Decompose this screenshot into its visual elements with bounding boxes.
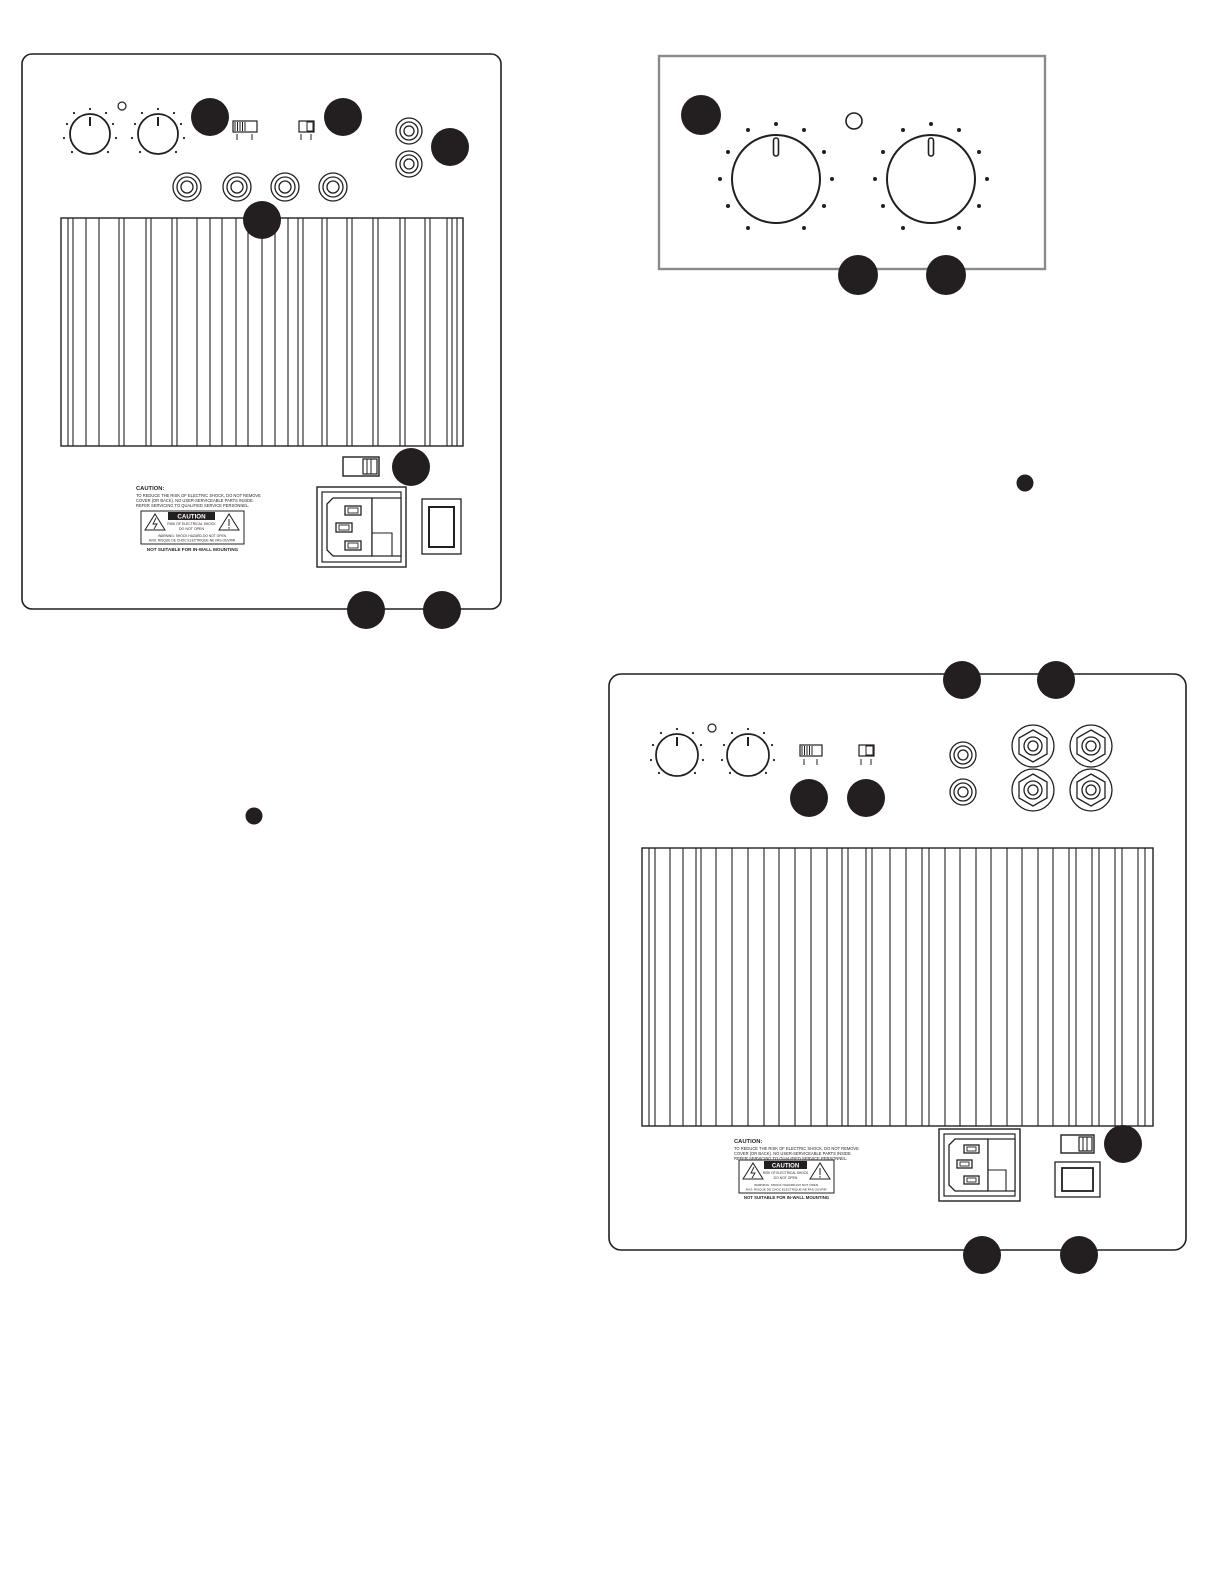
callout-marker	[790, 779, 828, 817]
panel-c-power-inlet	[938, 1128, 1021, 1202]
panel-a-slide-switch-2	[298, 120, 315, 140]
panel-a-power-switch	[421, 498, 462, 555]
callout-marker	[1104, 1125, 1142, 1163]
caution-badge-sub-1: RISK OF ELECTRICAL SHOCK	[763, 1171, 809, 1175]
panel-a-knob-2	[130, 107, 186, 155]
callout-marker	[681, 95, 721, 135]
panel-a-rca-jack-1	[395, 117, 423, 145]
caution-badge	[168, 512, 215, 520]
lightning-icon	[742, 1162, 764, 1180]
caution-badge-sub-1: RISK OF ELECTRICAL SHOCK	[167, 522, 216, 526]
caution-line-2: COVER (OR BACK). NO USER-SERVICEABLE PAR…	[734, 1151, 852, 1156]
panel-c-knob-1	[649, 727, 705, 777]
panel-a-callout-markers	[191, 98, 469, 629]
panel-b-led	[845, 112, 863, 130]
panel-a-frame	[21, 53, 502, 610]
panel-a-knob-1	[62, 107, 118, 155]
caution-line-3: REFER SERVICING TO QUALIFIED SERVICE PER…	[734, 1156, 847, 1161]
panel-c-slide-switch-2	[858, 744, 875, 765]
panel-b-frame	[657, 54, 1047, 271]
panel-c-callout-markers	[790, 661, 1142, 1274]
panel-c-led	[707, 723, 717, 733]
caution-warning-1: WARNING: SHOCK HAZARD-DO NOT OPEN.	[158, 534, 227, 538]
panel-c-slide-switch-1	[799, 744, 823, 765]
panel-a-voltage-switch	[342, 456, 380, 477]
caution-badge-text: CAUTION	[772, 1164, 799, 1170]
panel-a-caution-label: CAUTION: TO REDUCE THE RISK OF ELECTRIC …	[136, 486, 261, 552]
panel-b-detail	[657, 54, 1047, 295]
callout-marker	[431, 128, 469, 166]
panel-c-binding-posts	[1011, 724, 1113, 812]
callout-marker	[347, 591, 385, 629]
caution-heading: CAUTION:	[136, 486, 164, 492]
panel-b-knob-2	[873, 122, 989, 230]
panel-c-voltage-switch	[1060, 1134, 1095, 1154]
caution-mounting: NOT SUITABLE FOR IN-WALL MOUNTING	[744, 1195, 830, 1200]
caution-badge-sub-2: DO NOT OPEN	[774, 1176, 798, 1180]
panel-c-frame	[608, 673, 1187, 1251]
callout-marker	[1037, 661, 1075, 699]
panel-c-heatsink	[641, 847, 1154, 1127]
panel-a: CAUTION: TO REDUCE THE RISK OF ELECTRIC …	[21, 53, 502, 629]
exclamation-icon	[809, 1162, 831, 1180]
caution-line-2: COVER (OR BACK). NO USER-SERVICEABLE PAR…	[136, 498, 254, 503]
panel-c-knob-2	[720, 727, 776, 777]
caution-line-3: REFER SERVICING TO QUALIFIED SERVICE PER…	[136, 503, 249, 508]
standalone-marker	[1016, 474, 1034, 492]
panel-a-rca-jack-2	[395, 150, 423, 178]
caution-badge-text: CAUTION	[177, 514, 206, 521]
caution-badge-sub-2: DO NOT OPEN	[179, 527, 204, 531]
callout-marker	[191, 98, 229, 136]
caution-mounting: NOT SUITABLE FOR IN-WALL MOUNTING	[147, 547, 239, 552]
standalone-marker	[245, 807, 263, 825]
callout-marker	[392, 448, 430, 486]
panel-c-rca-jacks	[949, 741, 977, 806]
callout-marker	[943, 661, 981, 699]
caution-line-1: TO REDUCE THE RISK OF ELECTRIC SHOCK, DO…	[136, 493, 261, 498]
panel-b-callout-markers	[681, 95, 966, 295]
caution-warning-2: AVIS: RISQUE DE CHOC ELECTRIQUE-NE PAS O…	[745, 1188, 827, 1192]
lightning-icon	[144, 513, 166, 531]
panel-a-slide-switch-1	[232, 120, 258, 140]
callout-marker	[963, 1236, 1001, 1274]
caution-badge	[764, 1161, 807, 1169]
panel-c-power-switch	[1054, 1161, 1101, 1198]
callout-marker	[243, 201, 281, 239]
callout-marker	[1060, 1236, 1098, 1274]
panel-c: CAUTION: TO REDUCE THE RISK OF ELECTRIC …	[608, 661, 1187, 1274]
callout-marker	[847, 779, 885, 817]
callout-marker	[423, 591, 461, 629]
panel-a-binding-posts	[172, 172, 348, 202]
panel-c-caution-label: CAUTION: TO REDUCE THE RISK OF ELECTRIC …	[734, 1139, 859, 1200]
exclamation-icon	[218, 513, 240, 531]
caution-warning-2: AVIS: RISQUE DE CHOC ELECTRIQUE-NE PAS O…	[149, 539, 237, 543]
caution-warning-1: WARNING: SHOCK HAZARD-DO NOT OPEN.	[754, 1183, 819, 1187]
panel-a-heatsink	[60, 217, 464, 447]
callout-marker	[838, 255, 878, 295]
panel-a-power-inlet	[316, 486, 407, 568]
panel-b-knob-1	[718, 122, 834, 230]
panel-a-led	[117, 101, 127, 111]
callout-marker	[324, 98, 362, 136]
callout-marker	[926, 255, 966, 295]
caution-line-1: TO REDUCE THE RISK OF ELECTRIC SHOCK, DO…	[734, 1146, 859, 1151]
caution-heading: CAUTION:	[734, 1139, 762, 1145]
